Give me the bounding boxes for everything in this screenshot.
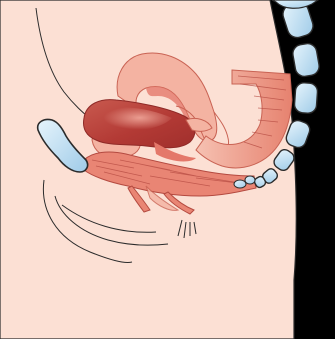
- vertebra-top: [272, 0, 318, 8]
- vertebra-3: [294, 82, 318, 113]
- vertebra-2: [291, 42, 320, 78]
